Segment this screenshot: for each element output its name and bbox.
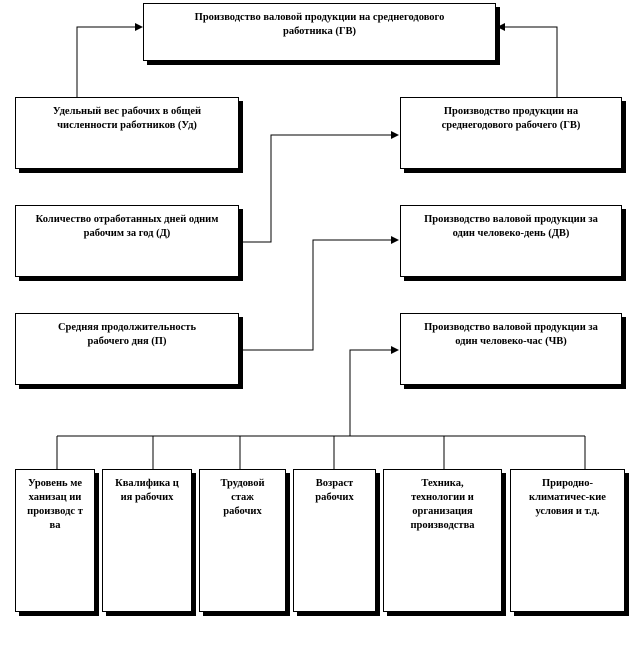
factor-climate: Природно-климатичес-кие условия и т.д. [510, 469, 625, 612]
factor-age-label: Возраст рабочих [315, 478, 354, 503]
factor-experience-label: Трудовой стаж рабочих [220, 478, 265, 517]
factor-qualification: Квалифика ция рабочих [102, 469, 192, 612]
box-d: Количество отработанных дней одним рабоч… [15, 205, 239, 277]
box-dv: Производство валовой продукции за один ч… [400, 205, 622, 277]
box-p: Средняя продолжительность рабочего дня (… [15, 313, 239, 385]
box-gv-worker-label: Производство продукции на среднегодового… [441, 106, 581, 131]
factor-mechanization-label: Уровень механизац ии производс тва [27, 478, 83, 531]
factor-climate-label: Природно-климатичес-кие условия и т.д. [529, 478, 606, 517]
factor-technology: Техника, технологии и организация произв… [383, 469, 502, 612]
factor-age: Возраст рабочих [293, 469, 376, 612]
arrow-p-to-dv [241, 236, 399, 351]
factor-mechanization: Уровень механизац ии производс тва [15, 469, 95, 612]
box-ud-label: Удельный вес рабочих в общей численности… [52, 106, 202, 131]
factor-experience: Трудовой стаж рабочих [199, 469, 286, 612]
box-p-label: Средняя продолжительность рабочего дня (… [57, 322, 197, 347]
box-ud: Удельный вес рабочих в общей численности… [15, 97, 239, 169]
box-gv-worker-total-label: Производство валовой продукции на средне… [194, 12, 445, 37]
box-chv: Производство валовой продукции за один ч… [400, 313, 622, 385]
arrow-d-to-gvr [241, 131, 399, 243]
arrow-factors-to-chv [349, 346, 399, 436]
box-dv-label: Производство валовой продукции за один ч… [424, 214, 598, 239]
box-gv-worker: Производство продукции на среднегодового… [400, 97, 622, 169]
arrow-ud-to-gv [76, 23, 143, 97]
box-d-label: Количество отработанных дней одним рабоч… [35, 214, 219, 239]
factor-qualification-label: Квалифика ция рабочих [115, 478, 179, 503]
arrow-gvr-to-gv [497, 23, 558, 97]
box-gv-worker-total: Производство валовой продукции на средне… [143, 3, 496, 61]
box-chv-label: Производство валовой продукции за один ч… [424, 322, 598, 347]
factor-technology-label: Техника, технологии и организация произв… [410, 478, 475, 531]
